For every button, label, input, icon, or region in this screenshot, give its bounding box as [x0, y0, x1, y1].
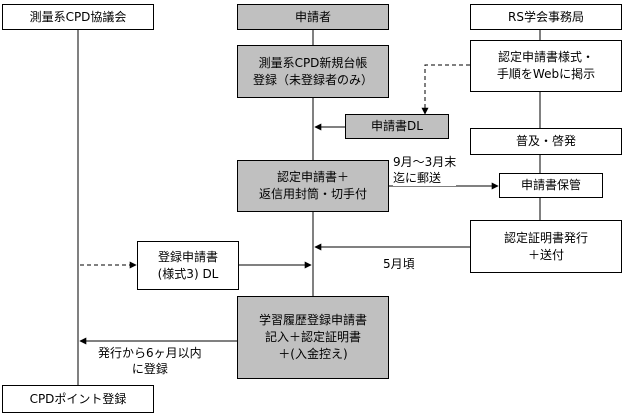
certification-application-box: 認定申請書＋ 返信用封筒・切手付 — [237, 160, 389, 212]
application-dl-box: 申請書DL — [345, 114, 449, 139]
storage-box: 申請書保管 — [499, 173, 603, 198]
learning-history-box: 学習履歴登録申請書 記入＋認定証明書 ＋(入金控え) — [237, 296, 389, 379]
within-six-months-label: 発行から6ヶ月以内 に登録 — [98, 345, 202, 377]
may-label: 5月頃 — [383, 257, 415, 271]
council-header: 測量系CPD協議会 — [2, 4, 154, 30]
promotion-box: 普及・啓発 — [470, 128, 622, 155]
secretariat-header: RS学会事務局 — [470, 4, 622, 30]
registration-form-dl-box: 登録申請書 (様式3) DL — [137, 241, 239, 290]
form-publish-box: 認定申請書様式・ 手順をWebに掲示 — [470, 40, 622, 92]
mail-period-label: 9月～3月末 迄に郵送 — [393, 154, 457, 186]
publish-to-dl-arrow — [421, 64, 470, 115]
cpd-point-box: CPDポイント登録 — [2, 385, 154, 413]
certificate-issue-box: 認定証明書発行 ＋送付 — [470, 220, 622, 273]
applicant-header: 申請者 — [237, 4, 389, 30]
new-registration-box: 測量系CPD新規台帳 登録（未登録者のみ） — [237, 45, 389, 98]
